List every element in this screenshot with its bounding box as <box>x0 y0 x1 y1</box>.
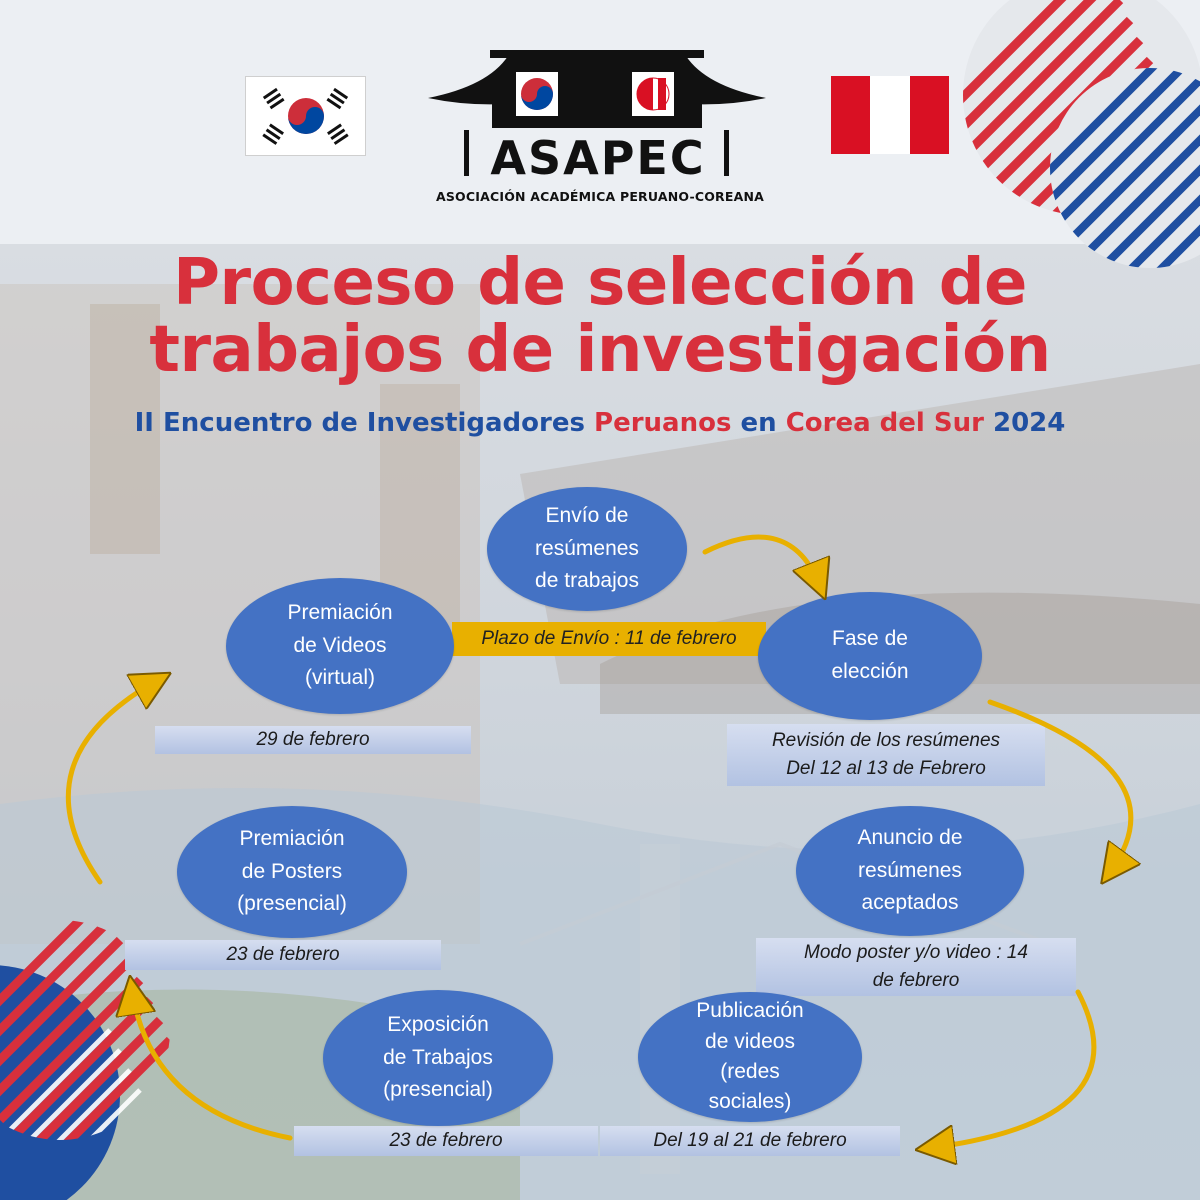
step-envio-resumenes: Envío de resúmenes de trabajos <box>487 487 687 611</box>
step-publicacion-line-1: Publicación <box>696 999 804 1023</box>
subtitle-part-4: Corea del Sur <box>785 408 984 438</box>
title-line-1: Proceso de selección de <box>173 246 1027 320</box>
date-videos: 29 de febrero <box>155 726 471 754</box>
asapec-logo-icon <box>428 50 766 176</box>
step-videos-line-2: de Videos <box>293 633 387 657</box>
subtitle-part-3: en <box>731 408 786 438</box>
date-envio: Plazo de Envío : 11 de febrero <box>452 622 766 656</box>
korea-flag-icon <box>245 76 366 156</box>
logo-wordmark: ASAPEC <box>490 131 706 185</box>
step-exposicion-line-1: Exposición <box>387 1013 489 1037</box>
step-exposicion-trabajos: Exposición de Trabajos (presencial) <box>323 990 553 1126</box>
background-photo <box>0 244 1200 1200</box>
step-anuncio-aceptados: Anuncio de resúmenes aceptados <box>796 806 1024 936</box>
background-scenery <box>0 284 1200 1200</box>
page-subtitle: II Encuentro de Investigadores Peruanos … <box>60 408 1140 438</box>
peru-flag-icon <box>831 76 949 154</box>
step-posters-line-3: (presencial) <box>237 892 347 916</box>
date-eleccion: Revisión de los resúmenes Del 12 al 13 d… <box>727 724 1045 786</box>
step-publicacion-line-4: sociales) <box>708 1090 792 1114</box>
step-premiacion-videos: Premiación de Videos (virtual) <box>226 578 454 714</box>
step-anuncio-line-2: resúmenes <box>858 858 962 882</box>
title-line-2: trabajos de investigación <box>149 312 1051 387</box>
step-eleccion-line-2: elección <box>831 660 909 683</box>
step-premiacion-posters: Premiación de Posters (presencial) <box>177 806 407 938</box>
step-eleccion-line-1: Fase de <box>832 627 908 651</box>
step-posters-line-2: de Posters <box>241 859 343 883</box>
step-videos-line-1: Premiación <box>287 601 393 625</box>
step-anuncio-line-1: Anuncio de <box>857 826 963 850</box>
step-videos-line-3: (virtual) <box>304 666 375 690</box>
subtitle-part-1: II Encuentro de Investigadores <box>134 408 595 438</box>
step-envio-line-3: de trabajos <box>535 569 639 593</box>
page-title: Proceso de selección de trabajos de inve… <box>60 250 1140 383</box>
date-publicacion: Del 19 al 21 de febrero <box>600 1126 900 1156</box>
step-exposicion-line-3: (presencial) <box>383 1078 493 1102</box>
step-fase-eleccion: Fase de elección <box>758 592 982 720</box>
date-posters: 23 de febrero <box>125 940 441 970</box>
step-envio-line-1: Envío de <box>545 504 629 528</box>
subtitle-part-2: Peruanos <box>594 408 732 438</box>
date-eleccion-line-2: Del 12 al 13 de Febrero <box>786 758 986 779</box>
date-exposicion: 23 de febrero <box>294 1126 598 1156</box>
step-publicacion-line-2: de videos <box>705 1029 795 1053</box>
date-anuncio-line-1: Modo poster y/o video : 14 <box>804 942 1028 964</box>
date-eleccion-line-1: Revisión de los resúmenes <box>771 730 1001 752</box>
step-envio-line-2: resúmenes <box>535 536 639 560</box>
date-anuncio: Modo poster y/o video : 14 de febrero <box>756 938 1076 996</box>
step-exposicion-line-2: de Trabajos <box>383 1045 493 1069</box>
step-publicacion-videos: Publicación de videos (redes sociales) <box>638 992 862 1122</box>
logo-subtitle: ASOCIACIÓN ACADÉMICA PERUANO-COREANA <box>435 189 765 204</box>
step-anuncio-line-3: aceptados <box>861 891 959 915</box>
step-posters-line-1: Premiación <box>239 827 345 851</box>
date-anuncio-line-2: de febrero <box>872 970 960 991</box>
subtitle-part-5: 2024 <box>983 408 1066 438</box>
step-publicacion-line-3: (redes <box>720 1060 780 1083</box>
